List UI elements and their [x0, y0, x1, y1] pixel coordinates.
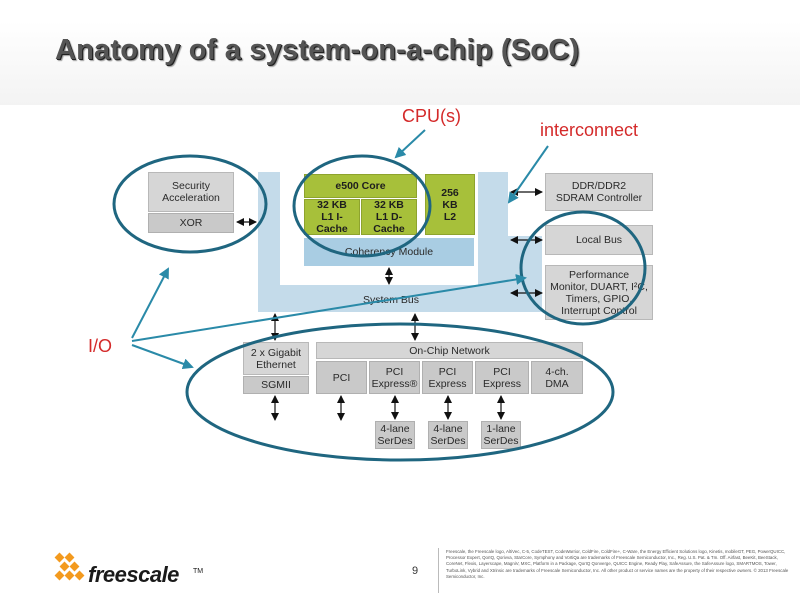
perf-monitor-label: Performance Monitor, DUART, I²C, Timers,… [550, 268, 648, 317]
l2-cache-label: 256 KB L2 [441, 186, 459, 223]
gigabit-ethernet: 2 x Gigabit Ethernet [243, 342, 309, 375]
cpu-annotation: CPU(s) [402, 106, 461, 126]
io-arrow-io [131, 344, 194, 370]
serdes-label-3: 1-lane SerDes [483, 423, 519, 447]
pci-block: PCI [316, 361, 367, 394]
dma-label: 4-ch. DMA [545, 365, 569, 390]
io-arrow-security [131, 267, 169, 339]
freescale-logo-icon [54, 552, 85, 581]
security-acceleration-label: Security Acceleration [162, 180, 220, 204]
freescale-logo-text: freescale [88, 562, 179, 587]
e500-core: e500 Core [304, 174, 417, 198]
gigabit-ethernet-label: 2 x Gigabit Ethernet [250, 346, 302, 371]
sgmii-label: SGMII [261, 379, 291, 391]
serdes-block-2: 4-lane SerDes [428, 421, 468, 449]
on-chip-network-label: On-Chip Network [409, 344, 490, 357]
cpu-ellipse [292, 154, 432, 258]
pci-express-block-2: PCI Express [422, 361, 473, 394]
io-annotation: I/O [88, 336, 113, 356]
perf-monitor-block: Performance Monitor, DUART, I²C, Timers,… [545, 265, 653, 320]
pci-express-block-1: PCI Express® [369, 361, 420, 394]
freescale-trademark: TM [193, 568, 204, 575]
l1-dcache: 32 KB L1 D-Cache [361, 199, 417, 235]
security-acceleration: Security Acceleration [148, 172, 234, 212]
ddr-controller: DDR/DDR2 SDRAM Controller [545, 173, 653, 211]
local-bus-label: Local Bus [575, 234, 623, 246]
legal-notice: Freescale, the Freescale logo, AltiVec, … [446, 549, 789, 579]
system-bus-bar [258, 285, 508, 312]
interconnect-ellipse [519, 210, 647, 326]
e500-core-label: e500 Core [335, 180, 386, 192]
l1-icache-label: 32 KB L1 I-Cache [316, 199, 348, 235]
xor-block: XOR [148, 213, 234, 233]
slide-title: Anatomy of a system-on-a-chip (SoC) [55, 34, 580, 66]
xor-label: XOR [179, 217, 203, 229]
l1-dcache-label: 32 KB L1 D-Cache [373, 199, 405, 235]
l1-icache: 32 KB L1 I-Cache [304, 199, 360, 235]
pci-express-label-2: PCI Express [428, 365, 467, 390]
ddr-controller-label: DDR/DDR2 SDRAM Controller [555, 180, 643, 204]
pci-label: PCI [332, 371, 351, 384]
pci-express-block-3: PCI Express [475, 361, 529, 394]
pci-express-label-3: PCI Express [483, 365, 521, 390]
title-band [0, 0, 800, 105]
bus-connectors [236, 188, 543, 421]
dma-block: 4-ch. DMA [531, 361, 583, 394]
serdes-block-3: 1-lane SerDes [481, 421, 521, 449]
pci-express-label-1: PCI Express® [371, 365, 418, 390]
sgmii-block: SGMII [243, 376, 309, 394]
highlight-ellipses [112, 154, 647, 462]
serdes-block-1: 4-lane SerDes [375, 421, 415, 449]
l2-cache: 256 KB L2 [425, 174, 475, 235]
cpu-arrow [394, 129, 426, 159]
on-chip-network: On-Chip Network [316, 342, 583, 359]
interconnect-arrow [507, 145, 549, 204]
annotation-arrows [131, 129, 549, 370]
footer-divider [438, 548, 439, 593]
page-number: 9 [412, 565, 419, 577]
io-arrow-interconnect [131, 273, 527, 342]
serdes-label-2: 4-lane SerDes [430, 423, 466, 447]
serdes-label-1: 4-lane SerDes [377, 423, 413, 447]
interconnect-annotation: interconnect [540, 120, 639, 140]
system-bus-left-arm [258, 172, 280, 312]
io-ellipse [185, 322, 615, 462]
security-ellipse [112, 154, 268, 254]
local-bus: Local Bus [545, 225, 653, 255]
